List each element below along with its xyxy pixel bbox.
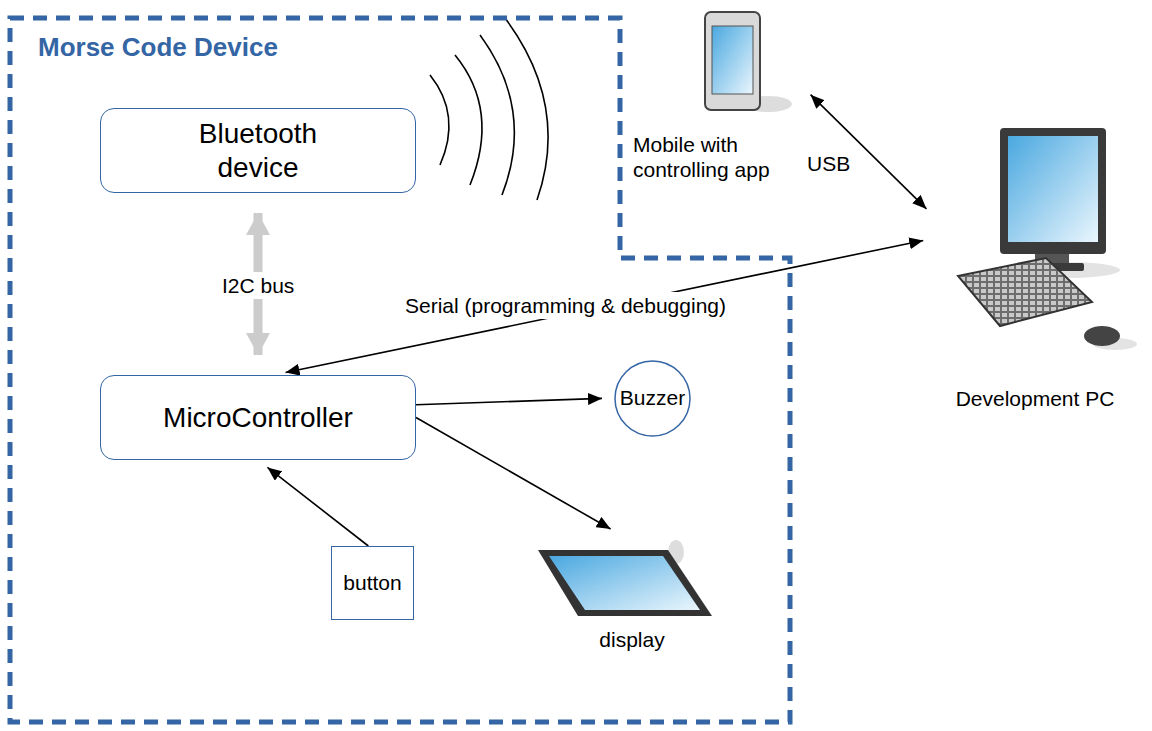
buzzer-circle: Buzzer [614, 360, 691, 437]
button-box: button [331, 546, 414, 620]
development-pc: Development PC [935, 120, 1135, 415]
node-label: MicroController [163, 401, 353, 435]
boundary-line [10, 18, 790, 722]
monitor-screen [1008, 136, 1098, 242]
phone-body [705, 12, 760, 110]
pc-icon [958, 128, 1137, 350]
mobile-phone-icon [705, 12, 792, 112]
node-label: Development PC [935, 386, 1135, 411]
edge-label: Serial (programming & debugging) [402, 292, 729, 319]
wave-arc [455, 55, 482, 185]
node-label: Buzzer [620, 385, 685, 410]
connector-arrow [286, 240, 924, 372]
tablet-screen [549, 556, 700, 610]
edge-label: I2C bus [219, 272, 297, 299]
connector-arrow [416, 398, 602, 404]
bluetooth-waves [430, 18, 548, 200]
process-box: MicroController [100, 375, 416, 460]
mouse [1084, 326, 1120, 346]
wave-arc [480, 35, 514, 195]
keyboard [958, 258, 1092, 326]
connector-arrow [416, 418, 611, 530]
wave-arc [430, 75, 449, 165]
region-title: Morse Code Device [38, 32, 278, 63]
display-icon [538, 540, 712, 616]
phone-screen [712, 26, 753, 94]
display-device: display [530, 535, 712, 660]
circle-shape [615, 361, 690, 436]
mobile-device: Mobile with controlling app [630, 8, 802, 190]
node-label: display [541, 627, 723, 652]
node-label: Bluetooth device [173, 117, 343, 184]
connector-arrow [267, 467, 368, 546]
monitor-frame [1000, 128, 1106, 254]
edge-label: USB [804, 150, 853, 177]
node-label: button [343, 570, 401, 595]
system-boundary: Morse Code DeviceBluetooth deviceMicroCo… [10, 18, 790, 722]
tablet-frame [538, 550, 712, 616]
wave-arc [505, 18, 548, 200]
node-label: Mobile with controlling app [633, 132, 798, 182]
process-box: Bluetooth device [100, 108, 416, 193]
